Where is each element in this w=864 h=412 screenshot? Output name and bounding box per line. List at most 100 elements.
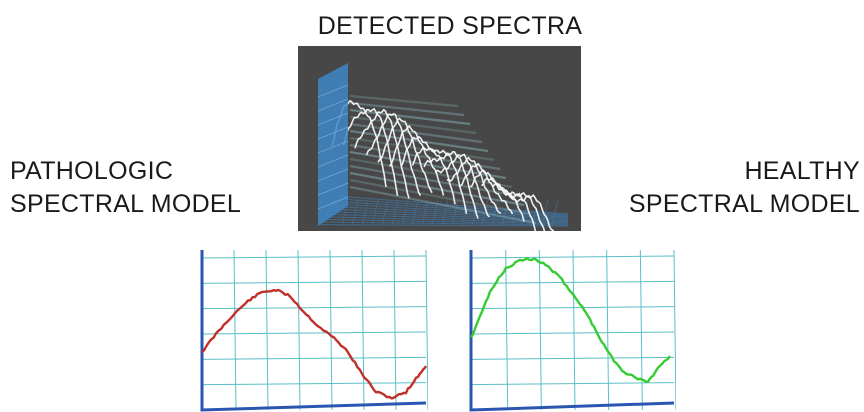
grid-line-vertical	[606, 249, 610, 411]
floor-line	[323, 216, 569, 224]
light-ray	[349, 164, 519, 198]
floor-line	[411, 199, 419, 227]
grid-line-vertical	[572, 249, 576, 411]
wall-line	[317, 182, 349, 196]
light-ray	[349, 157, 513, 189]
grid-line-horizontal	[471, 331, 675, 335]
pathologic-label: PATHOLOGIC SPECTRAL MODEL	[10, 155, 241, 221]
floor-line	[319, 224, 569, 227]
spectrum-wave	[423, 150, 479, 219]
spectrum-wave	[504, 189, 555, 231]
healthy-label-line2: SPECTRAL MODEL	[628, 190, 860, 218]
light-ray	[349, 101, 465, 117]
grid-line-horizontal	[201, 331, 427, 335]
detected-spectra-illustration	[298, 46, 581, 231]
wall-line	[317, 112, 349, 126]
hero-spectra-waves	[331, 99, 555, 231]
hero-wall-grid	[317, 84, 349, 210]
floor-line	[391, 199, 399, 227]
floor-line	[461, 199, 469, 227]
grid-line-horizontal	[471, 255, 675, 259]
floor-line	[431, 199, 439, 227]
pathologic-chart-axes	[200, 250, 427, 412]
spectrum-wave	[446, 156, 502, 215]
spectrum-wave	[492, 182, 546, 231]
spectrum-wave	[365, 113, 422, 197]
grid-line-vertical	[673, 249, 676, 411]
healthy-spectrum-chart	[469, 249, 676, 412]
grid-line-vertical	[505, 249, 509, 411]
wall-line	[317, 168, 349, 182]
floor-line	[381, 199, 389, 227]
floor-line	[421, 199, 429, 227]
grid-line-horizontal	[471, 356, 675, 360]
wall-line	[317, 126, 349, 140]
light-ray	[349, 185, 537, 225]
grid-line-horizontal	[471, 382, 675, 386]
grid-line-vertical	[265, 249, 269, 411]
grid-line-vertical	[233, 249, 237, 411]
pathologic-label-line2: SPECTRAL MODEL	[10, 190, 242, 218]
floor-line	[401, 199, 409, 227]
healthy-chart-axes	[469, 250, 675, 412]
wall-line	[317, 196, 349, 210]
healthy-label-line1: HEALTHY	[744, 157, 860, 185]
hero-floor-grid	[319, 195, 569, 227]
floor-line	[335, 195, 569, 215]
floor-line	[322, 218, 569, 225]
light-ray	[349, 108, 471, 126]
healthy-chart-grid	[471, 249, 676, 411]
light-ray	[349, 178, 531, 216]
light-ray	[349, 171, 525, 207]
floor-line	[491, 199, 499, 227]
spectrum-wave	[411, 146, 468, 214]
grid-line-vertical	[639, 249, 643, 411]
floor-line	[320, 221, 569, 226]
pathologic-chart-grid	[201, 249, 428, 411]
floor-line	[331, 203, 569, 218]
wall-line	[317, 84, 349, 98]
spectrum-wave	[377, 117, 433, 194]
grid-line-horizontal	[201, 356, 427, 360]
spectrum-wave	[342, 107, 399, 196]
floor-line	[371, 199, 379, 227]
grid-line-vertical	[297, 249, 301, 411]
wall-line	[317, 140, 349, 154]
floor-line	[441, 199, 449, 227]
floor-line	[361, 199, 369, 227]
floor-line	[325, 213, 569, 223]
pathologic-spectrum-chart	[200, 249, 428, 412]
grid-line-vertical	[538, 249, 542, 411]
spectrum-wave	[388, 124, 445, 196]
pathologic-label-line1: PATHOLOGIC	[10, 157, 174, 185]
floor-line	[351, 199, 359, 227]
grid-line-vertical	[393, 249, 397, 411]
diagram-title: DETECTED SPECTRA	[317, 12, 583, 40]
grid-line-horizontal	[201, 255, 427, 259]
grid-line-horizontal	[471, 306, 675, 310]
grid-line-vertical	[361, 249, 365, 411]
wall-line	[317, 154, 349, 168]
floor-line	[451, 199, 459, 227]
grid-line-vertical	[329, 249, 333, 411]
grid-line-horizontal	[201, 306, 427, 310]
floor-line	[541, 199, 549, 227]
healthy-spectrum-curve	[470, 257, 671, 384]
healthy-label: HEALTHY SPECTRAL MODEL	[629, 155, 860, 221]
light-ray	[349, 143, 501, 171]
spectrum-wave	[434, 153, 490, 218]
floor-line	[328, 208, 569, 220]
grid-line-horizontal	[201, 382, 427, 386]
light-ray	[349, 94, 459, 108]
grid-line-vertical	[425, 249, 428, 411]
grid-line-horizontal	[471, 280, 675, 284]
spectrum-wave	[354, 108, 410, 199]
wall-line	[317, 98, 349, 112]
hero-back-wall	[318, 63, 348, 226]
floor-line	[329, 205, 569, 219]
grid-line-horizontal	[201, 280, 427, 284]
floor-line	[471, 199, 479, 227]
pathologic-spectrum-curve	[201, 288, 428, 400]
floor-line	[481, 199, 489, 227]
floor-line	[551, 199, 559, 227]
